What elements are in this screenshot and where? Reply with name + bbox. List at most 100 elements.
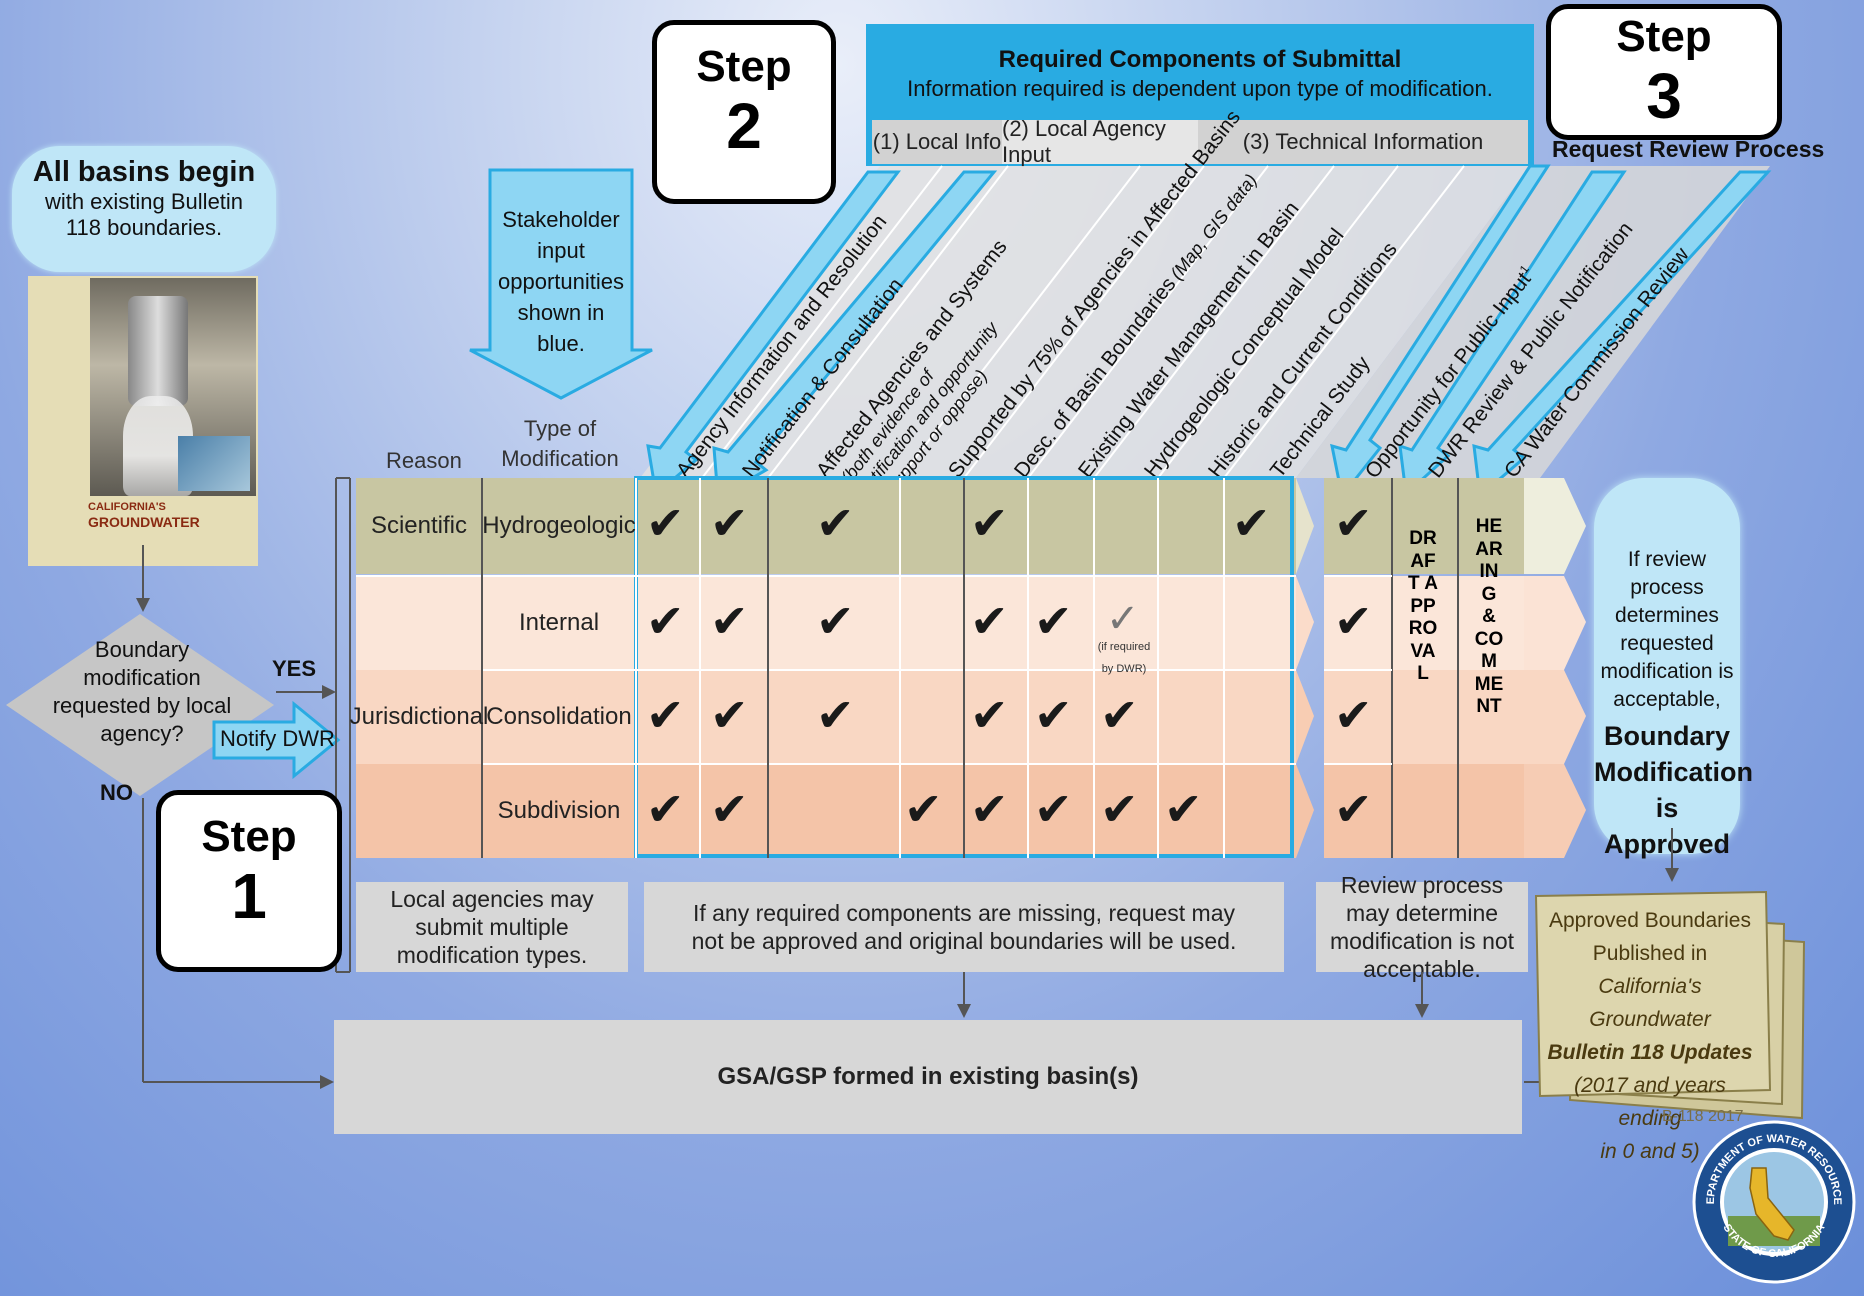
required-subtitle: Information required is dependent upon t…: [907, 76, 1493, 101]
step-1-number: 1: [231, 860, 267, 932]
checkmark: ✔: [710, 594, 749, 648]
stakeholder-arrow: [469, 168, 653, 400]
approved-bubble: If review process determines requested m…: [1594, 478, 1753, 859]
book-title-line2: GROUNDWATER: [88, 514, 200, 530]
published-line2: Published in: [1592, 942, 1708, 965]
review-grid: [1324, 478, 1459, 858]
category-technical-information: (3) Technical Information: [1242, 129, 1484, 154]
start-bubble: All basins begin with existing Bulletin …: [12, 146, 276, 272]
yes-label: YES: [272, 656, 317, 681]
note-missing-components: If any required components are missing, …: [644, 882, 1284, 972]
start-text: with existing Bulletin 118 boundaries.: [44, 189, 244, 240]
published-tag: B-118 2017: [1662, 1108, 1744, 1125]
note-not-acceptable: Review process may determine modificatio…: [1316, 872, 1528, 982]
reason-scientific: Scientific: [370, 512, 468, 539]
decision-text: Boundary modification requested by local…: [52, 637, 232, 746]
checkmark: ✔: [1034, 594, 1073, 648]
gsa-gsp-box: GSA/GSP formed in existing basin(s): [334, 1020, 1522, 1134]
checkmark: ✔: [816, 688, 855, 742]
checkmark: ✔: [970, 594, 1009, 648]
approved-bold: Boundary Modification is Approved: [1594, 721, 1753, 859]
step-1-box: Step 1: [156, 790, 342, 972]
draft-approval-label: DRAFT APPROVAL: [1408, 528, 1438, 684]
required-title: Required Components of Submittal: [998, 46, 1402, 73]
review-row-internal: [1324, 576, 1524, 670]
step-3-number: 3: [1646, 60, 1682, 132]
checkmark: ✔: [710, 496, 749, 550]
row-consolidation-bg: [356, 670, 1296, 764]
checkmark: ✔: [1034, 688, 1073, 742]
bulletin-book-cover: CALIFORNIA'S GROUNDWATER: [28, 276, 258, 566]
checkmark: ✔: [970, 782, 1009, 836]
if-required-note: (if required by DWR): [1097, 641, 1151, 675]
checkmark: ✔: [816, 496, 855, 550]
grid-lines: [481, 478, 965, 858]
checkmark: ✔: [1334, 688, 1373, 742]
review-row-consolidation: [1324, 670, 1524, 764]
approved-down-arrow: [1665, 828, 1679, 882]
step-2-word: Step: [696, 42, 792, 91]
published-text: Approved Boundaries Published in Califor…: [1540, 904, 1760, 1168]
stakeholder-text: Stakeholder input opportunities shown in…: [498, 207, 624, 356]
if-required-check: ✓: [1106, 596, 1140, 642]
checkmark: ✔: [904, 782, 943, 836]
checkmark: ✔: [1100, 782, 1139, 836]
hearing-comment-label: HEARING & COMMENT: [1474, 516, 1504, 717]
note-multiple-types: Local agencies may submit multiple modif…: [356, 882, 628, 972]
required-components-header: Required Components of Submittal Informa…: [866, 24, 1534, 167]
approved-text: If review process determines requested m…: [1600, 548, 1734, 711]
step-3-box: Step 3: [1546, 4, 1782, 140]
checkmark: ✔: [1034, 782, 1073, 836]
checkmark: ✔: [970, 496, 1009, 550]
step-2-number: 2: [726, 90, 762, 162]
checkmark: ✔: [1100, 688, 1139, 742]
checkmark: ✔: [710, 782, 749, 836]
published-papers: [1534, 890, 1806, 1120]
reason-jurisdictional: Jurisdictional: [349, 703, 489, 730]
type-consolidation: Consolidation: [486, 703, 632, 730]
published-line4: Bulletin 118 Updates: [1547, 1041, 1753, 1064]
step-1-word: Step: [201, 812, 297, 861]
checkmark: ✔: [970, 688, 1009, 742]
decision-diamond: [6, 614, 274, 796]
published-line1: Approved Boundaries: [1549, 909, 1751, 932]
review-row-scientific: [1324, 478, 1524, 574]
checkmark: ✔: [646, 496, 685, 550]
column-header-band: [640, 164, 1772, 500]
book-title-line1: CALIFORNIA'S: [88, 501, 166, 513]
checkmark: ✔: [1334, 594, 1373, 648]
checkmark: ✔: [816, 594, 855, 648]
checkmark: ✔: [1334, 782, 1373, 836]
row-scientific-bg: [356, 478, 1296, 574]
review-output-arrows: [1524, 478, 1586, 858]
reason-header: Reason: [386, 448, 462, 473]
checkmark: ✔: [646, 688, 685, 742]
checkmark: ✔: [1334, 496, 1373, 550]
type-header: Type of Modification: [501, 416, 619, 471]
row-internal-bg: [356, 576, 1296, 670]
notify-dwr-arrow: [212, 700, 341, 780]
checkmark: ✔: [1164, 782, 1203, 836]
review-row-subdivision: [1324, 764, 1524, 858]
checkmark: ✔: [1232, 496, 1271, 550]
request-review-label: Request Review Process: [1552, 136, 1825, 162]
step-3-word: Step: [1616, 12, 1712, 61]
row-subdivision-bg: [356, 764, 1296, 858]
published-line6: in 0 and 5): [1600, 1140, 1700, 1163]
published-line3: California's Groundwater: [1589, 975, 1711, 1031]
type-internal: Internal: [518, 609, 600, 636]
type-hydrogeologic: Hydrogeologic: [482, 512, 636, 539]
category-local-agency-input: (2) Local Agency Input: [1002, 116, 1198, 167]
type-subdivision: Subdivision: [497, 797, 621, 824]
step-2-box: Step 2: [652, 20, 836, 204]
checkmark: ✔: [646, 782, 685, 836]
checkmark: ✔: [710, 688, 749, 742]
start-title: All basins begin: [32, 156, 256, 188]
no-label: NO: [100, 780, 133, 805]
checkmark: ✔: [646, 594, 685, 648]
row-chevrons: [1296, 478, 1314, 858]
category-local-info: (1) Local Info: [872, 129, 1002, 154]
notify-dwr-label: Notify DWR: [220, 726, 335, 751]
published-line5: (2017 and years ending: [1574, 1074, 1726, 1130]
